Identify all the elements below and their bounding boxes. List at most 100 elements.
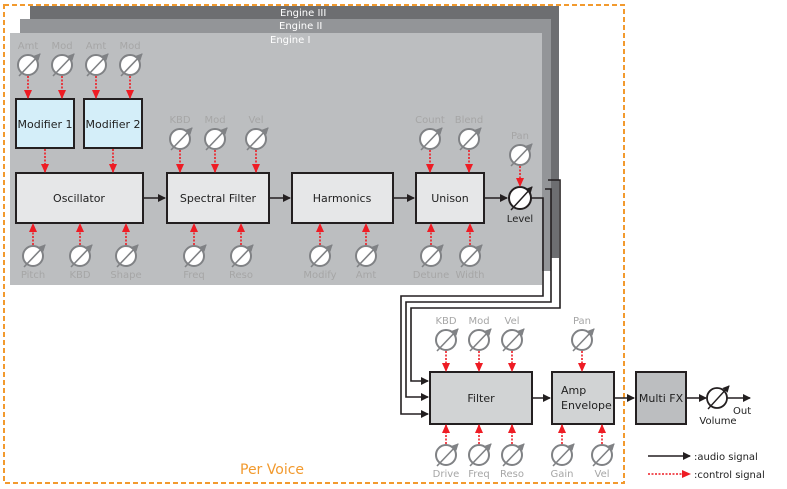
knob-pointer-icon xyxy=(436,328,459,352)
filter-reso-knob[interactable]: Reso xyxy=(500,424,525,480)
knob-pointer-icon xyxy=(469,328,492,352)
multifx-label: Multi FX xyxy=(639,392,684,405)
out-label: Out xyxy=(733,406,751,417)
spectral-filter-reso-knob[interactable]: Reso xyxy=(229,223,254,281)
knob-dial-icon xyxy=(420,245,442,267)
knob-dial-icon xyxy=(69,245,91,267)
unison-blend-knob[interactable]: Blend xyxy=(455,115,483,173)
knob-dial-icon xyxy=(459,245,481,267)
unison-module[interactable]: Unison xyxy=(415,172,485,224)
filter-kbd-knob[interactable]: KBD xyxy=(435,316,459,372)
engine-label-3: Engine III xyxy=(280,8,326,19)
knob-pointer-icon xyxy=(420,127,443,151)
knob-pointer-icon xyxy=(502,443,525,467)
spectral-filter-freq-label: Freq xyxy=(183,270,204,281)
knob-dial-icon xyxy=(51,54,73,76)
spectral-filter-kbd-knob[interactable]: KBD xyxy=(169,115,193,173)
volume-label: Volume xyxy=(699,416,736,427)
knob-dial-icon xyxy=(115,245,137,267)
modifier2-amt-knob[interactable]: Amt xyxy=(85,41,109,99)
oscillator-kbd-label: KBD xyxy=(69,270,90,281)
amp-envelope-pan-knob[interactable]: Pan xyxy=(571,316,595,372)
harmonics-modify-label: Modify xyxy=(303,270,336,281)
knob-pointer-icon xyxy=(310,244,333,268)
knob-pointer-icon xyxy=(18,53,41,77)
amp-envelope-pan-label: Pan xyxy=(573,316,591,327)
spectral-filter-vel-knob[interactable]: Vel xyxy=(245,115,269,173)
knob-pointer-icon xyxy=(510,143,533,167)
knob-dial-icon xyxy=(355,245,377,267)
knob-pointer-icon xyxy=(52,53,75,77)
knob-pointer-icon xyxy=(572,328,595,352)
knob-dial-icon xyxy=(435,444,457,466)
filter-vel-label: Vel xyxy=(505,316,520,327)
spectral-filter-freq-knob[interactable]: Freq xyxy=(183,223,207,281)
oscillator-shape-knob[interactable]: Shape xyxy=(110,223,142,281)
unison-blend-label: Blend xyxy=(455,115,483,126)
knob-dial-icon xyxy=(419,128,441,150)
filter-drive-label: Drive xyxy=(433,469,460,480)
multifx-module[interactable]: Multi FX xyxy=(635,371,687,425)
amp-envelope-vel-label: Vel xyxy=(595,469,610,480)
oscillator-pitch-label: Pitch xyxy=(21,270,45,281)
knob-pointer-icon xyxy=(459,127,482,151)
filter-module[interactable]: Filter xyxy=(429,371,533,425)
unison-label: Unison xyxy=(431,192,469,205)
level-pan-knob[interactable]: Pan xyxy=(509,131,533,187)
oscillator-label: Oscillator xyxy=(53,192,105,205)
oscillator-pitch-knob[interactable]: Pitch xyxy=(21,223,46,281)
modifier-1[interactable]: Modifier 1 xyxy=(15,98,75,149)
filter-vel-knob[interactable]: Vel xyxy=(501,316,525,372)
amp-envelope-vel-knob[interactable]: Vel xyxy=(591,424,615,480)
filter-kbd-label: KBD xyxy=(435,316,456,327)
filter-mod-label: Mod xyxy=(468,316,489,327)
spectral-filter-mod-knob[interactable]: Mod xyxy=(204,115,228,173)
legend: :audio signal :control signal xyxy=(648,452,765,481)
knob-pointer-icon xyxy=(23,244,46,268)
filter-drive-knob[interactable]: Drive xyxy=(433,424,460,480)
amp-envelope-module[interactable]: Amp Envelope xyxy=(551,371,615,425)
knob-dial-icon xyxy=(204,128,226,150)
knob-dial-icon xyxy=(591,444,613,466)
filter-freq-knob[interactable]: Freq xyxy=(468,424,492,480)
amp-envelope-gain-knob[interactable]: Gain xyxy=(551,424,575,480)
modifier2-mod-knob[interactable]: Mod xyxy=(119,41,143,99)
harmonics-amt-label: Amt xyxy=(356,270,377,281)
knob-dial-icon xyxy=(468,329,490,351)
oscillator-kbd-knob[interactable]: KBD xyxy=(69,223,93,281)
filter-mod-knob[interactable]: Mod xyxy=(468,316,492,372)
harmonics-module[interactable]: Harmonics xyxy=(291,172,394,224)
filter-freq-label: Freq xyxy=(468,469,489,480)
unison-count-knob[interactable]: Count xyxy=(415,115,445,173)
modifier1-amt-knob[interactable]: Amt xyxy=(17,41,41,99)
knob-dial-icon xyxy=(230,245,252,267)
volume-knob[interactable]: Volume xyxy=(699,385,737,427)
level-knob[interactable]: Level xyxy=(507,186,533,225)
unison-width-knob[interactable]: Width xyxy=(455,223,485,281)
filter-label: Filter xyxy=(467,392,495,405)
unison-count-label: Count xyxy=(415,115,445,126)
harmonics-modify-knob[interactable]: Modify xyxy=(303,223,337,281)
unison-width-label: Width xyxy=(455,270,484,281)
knob-dial-icon xyxy=(169,128,191,150)
harmonics-amt-knob[interactable]: Amt xyxy=(355,223,379,281)
knob-pointer-icon xyxy=(231,244,254,268)
legend-control-label: :control signal xyxy=(694,470,765,481)
unison-detune-knob[interactable]: Detune xyxy=(413,223,450,281)
knob-pointer-icon xyxy=(460,244,483,268)
modifier-2-label: Modifier 2 xyxy=(86,118,141,131)
spectral-filter-module[interactable]: Spectral Filter xyxy=(166,172,270,224)
spectral-filter-reso-label: Reso xyxy=(229,270,253,281)
modifier-2[interactable]: Modifier 2 xyxy=(83,98,143,149)
knob-pointer-icon xyxy=(421,244,444,268)
knob-pointer-icon xyxy=(469,443,492,467)
oscillator-module[interactable]: Oscillator xyxy=(15,172,144,224)
knob-pointer-icon xyxy=(70,244,93,268)
modifier1-mod-knob[interactable]: Mod xyxy=(51,41,75,99)
engine-output-wires xyxy=(400,179,561,418)
amp-envelope-label-1: Amp xyxy=(561,384,586,397)
amp-envelope-label-2: Envelope xyxy=(561,399,612,412)
knob-dial-icon xyxy=(509,144,531,166)
knob-dial-icon xyxy=(551,444,573,466)
